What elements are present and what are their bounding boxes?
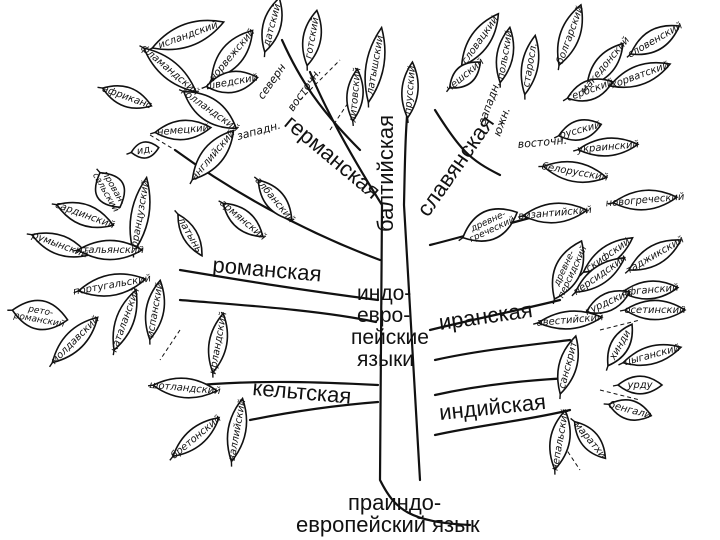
branch-celtic: кельтская — [252, 375, 353, 409]
branch-iranian: иранская — [437, 297, 534, 335]
branch-indic: индийская — [438, 389, 547, 425]
center-line-2: евро- — [357, 304, 410, 327]
root-line-2: европейский язык — [296, 512, 480, 537]
branch-slavic: славянская — [412, 111, 499, 221]
sub-south-s: южн. — [491, 106, 513, 139]
sub-west-g: западн. — [235, 119, 282, 143]
sub-east-g: восточн. — [285, 66, 324, 114]
branch-germanic: германская — [280, 110, 386, 204]
sub-east-s: восточн. — [517, 134, 568, 151]
center-line-4: языки — [357, 348, 414, 371]
center-line-3: пейские — [351, 326, 429, 349]
branch-romance: романская — [212, 252, 323, 286]
center-line-1: индо- — [357, 282, 411, 305]
sub-north: северн — [255, 61, 289, 101]
branch-baltic: балтийская — [373, 115, 398, 232]
